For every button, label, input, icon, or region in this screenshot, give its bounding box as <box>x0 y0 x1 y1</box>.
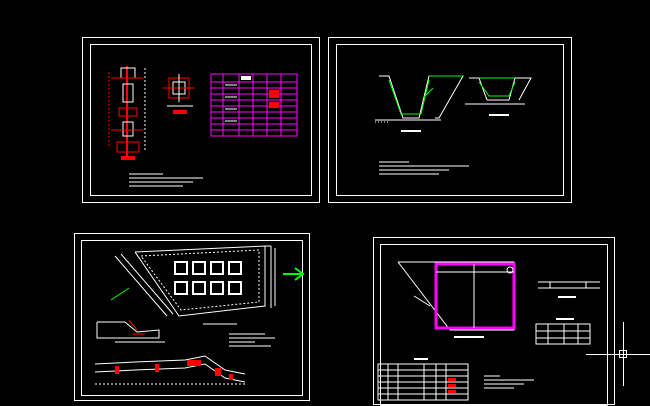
channel-section-right <box>465 77 532 116</box>
sheet-1-notes <box>129 173 203 187</box>
basin-plan <box>397 261 516 338</box>
crosshair-icon <box>586 322 650 386</box>
sheet-4-graphics <box>377 261 600 401</box>
sheet-1-border <box>90 44 312 196</box>
sheet-3-notes <box>203 323 275 347</box>
drawing-sheet-2[interactable] <box>328 37 572 203</box>
sheet-3-border <box>81 240 303 396</box>
sheet-4-notes <box>484 375 534 389</box>
drawing-sheet-4[interactable] <box>373 237 615 406</box>
title-block-table <box>377 358 469 401</box>
drawing-sheet-3[interactable] <box>74 233 310 401</box>
longitudinal-profile <box>94 355 246 385</box>
section-lower-left <box>96 319 165 343</box>
plan-outline <box>114 245 276 317</box>
sheet-1-graphics <box>108 66 298 187</box>
rebar-schedule-table <box>210 73 298 137</box>
channel-section-left <box>375 75 464 132</box>
sheet-2-notes <box>379 161 469 175</box>
flow-arrow-icon <box>283 267 305 281</box>
small-quantity-table <box>535 318 591 345</box>
drawing-sheet-1[interactable] <box>82 37 320 203</box>
small-section-detail <box>163 74 195 114</box>
sheet-3-graphics <box>94 245 305 385</box>
pile-grid <box>174 261 242 295</box>
sheet-2-graphics <box>375 75 532 175</box>
pier-elevation-detail <box>108 66 146 160</box>
dimension-detail <box>538 281 600 298</box>
sheet-2-border <box>336 44 564 196</box>
